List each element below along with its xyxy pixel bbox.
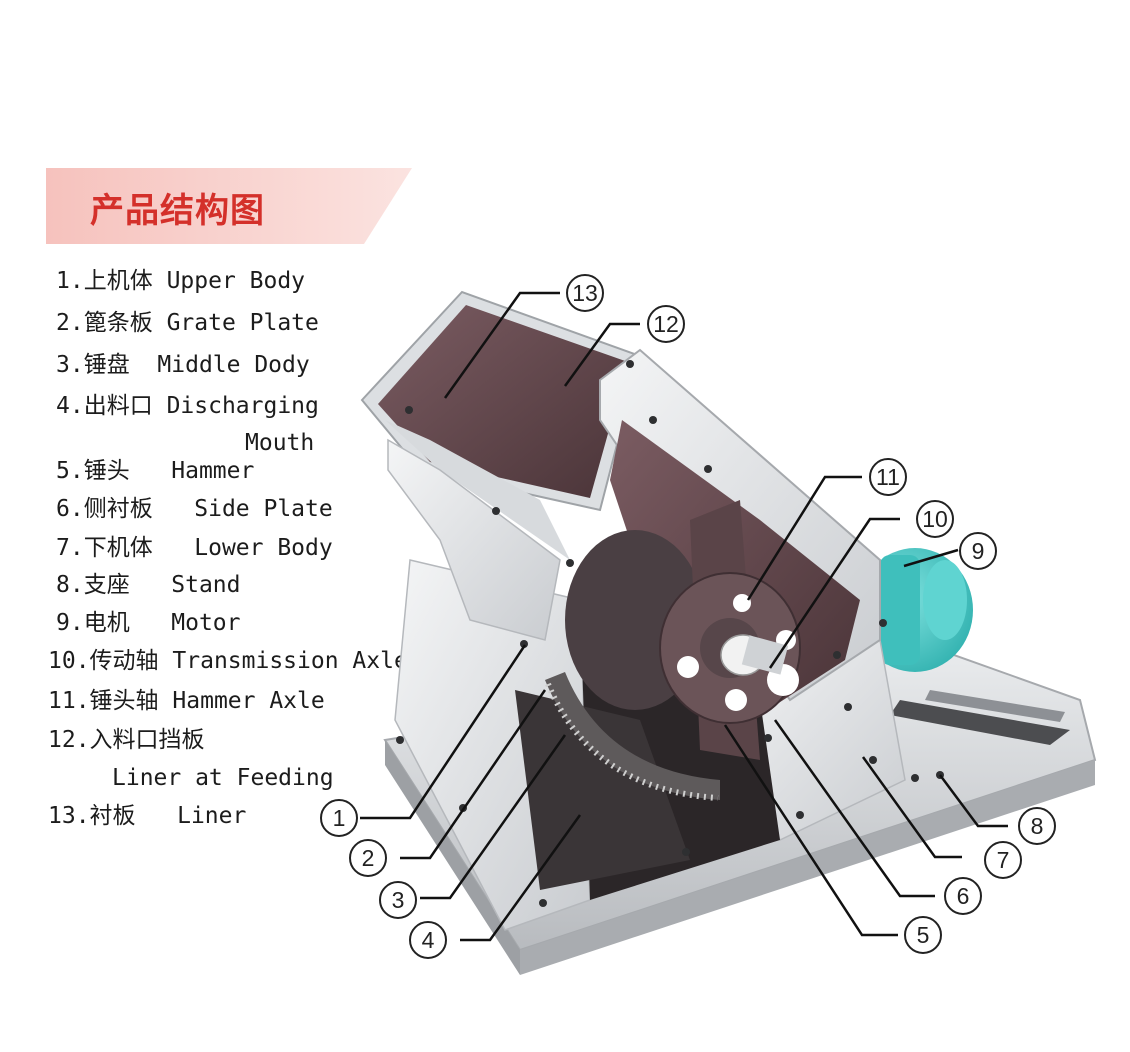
svg-text:6: 6 (957, 883, 970, 909)
bolts (396, 360, 944, 907)
legend-item-12: 12.入料口挡板 (48, 727, 205, 753)
svg-text:11: 11 (876, 464, 900, 490)
legend-item-9: 9.电机 Motor (56, 610, 241, 636)
legend-item-4-cont: Mouth (245, 430, 315, 456)
svg-text:5: 5 (917, 922, 930, 948)
callout-11: 11 (869, 458, 907, 496)
callout-4: 4 (409, 921, 447, 959)
svg-text:8: 8 (1031, 813, 1044, 839)
callout-2: 2 (349, 839, 387, 877)
svg-text:12: 12 (653, 311, 679, 337)
callout-6: 6 (944, 877, 982, 915)
legend-item-11: 11.锤头轴 Hammer Axle (48, 688, 325, 714)
legend-item-13: 13.衬板 Liner (48, 803, 247, 829)
legend-item-1: 1.上机体 Upper Body (56, 268, 306, 294)
svg-text:10: 10 (922, 506, 948, 532)
leader-lines (360, 291, 1008, 942)
legend-item-12-cont: Liner at Feeding (112, 765, 334, 791)
svg-text:2: 2 (362, 845, 375, 871)
svg-text:7: 7 (997, 847, 1010, 873)
callout-1: 1 (320, 799, 358, 837)
callout-7: 7 (984, 841, 1022, 879)
legend-item-4: 4.出料口 Discharging (56, 393, 319, 419)
legend-item-3: 3.锤盘 Middle Dody (56, 352, 310, 378)
callout-5: 5 (904, 916, 942, 954)
svg-text:13: 13 (572, 280, 598, 306)
legend-item-2: 2.篦条板 Grate Plate (56, 310, 319, 336)
page-title: 产品结构图 (90, 191, 265, 231)
svg-text:9: 9 (972, 538, 985, 564)
svg-text:4: 4 (422, 927, 435, 953)
callout-markers: 13 12 11 10 9 1 2 3 4 5 6 7 8 (320, 274, 1056, 959)
callout-13: 13 (566, 274, 604, 312)
grate-plate (545, 672, 720, 801)
callout-10: 10 (916, 500, 954, 538)
callout-12: 12 (647, 305, 685, 343)
motor (857, 548, 973, 672)
callout-9: 9 (959, 532, 997, 570)
legend-item-8: 8.支座 Stand (56, 572, 241, 598)
legend-item-5: 5.锤头 Hammer (56, 458, 255, 484)
callout-8: 8 (1018, 807, 1056, 845)
svg-text:3: 3 (392, 887, 405, 913)
rotor-assembly (565, 500, 801, 760)
legend-item-10: 10.传动轴 Transmission Axle (48, 648, 408, 674)
callout-3: 3 (379, 881, 417, 919)
legend-item-7: 7.下机体 Lower Body (56, 535, 333, 561)
svg-text:1: 1 (333, 805, 346, 831)
legend-item-6: 6.侧衬板 Side Plate (56, 496, 333, 522)
title-banner (46, 168, 412, 244)
